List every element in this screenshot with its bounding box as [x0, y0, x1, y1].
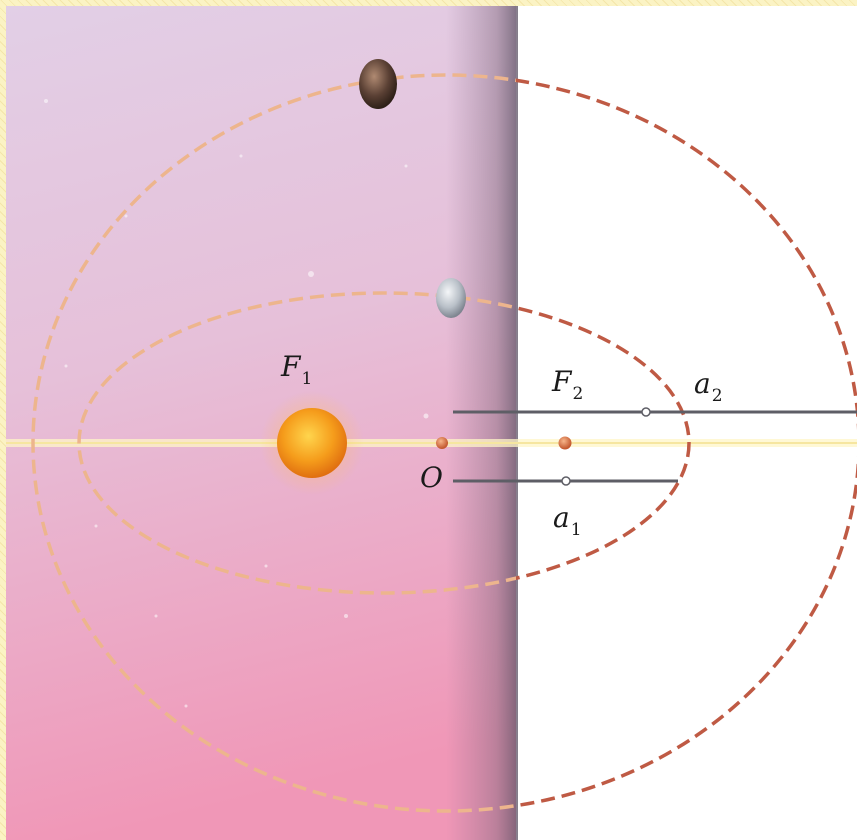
label-f2: F2	[551, 365, 583, 404]
stars	[44, 99, 429, 708]
label-a2: a2	[694, 367, 723, 406]
orbit-diagram: F1 F2 a2 O a1	[6, 6, 857, 840]
sun-icon	[277, 408, 347, 478]
diagram-canvas: F1 F2 a2 O a1	[6, 6, 857, 840]
inner-orbit	[77, 291, 516, 595]
focus2-point	[558, 436, 572, 450]
label-a1: a1	[553, 501, 582, 540]
label-f1: F1	[280, 350, 312, 389]
a1-midpoint-marker	[561, 476, 571, 486]
inner-planet-icon	[436, 278, 466, 318]
label-o: O	[420, 461, 443, 494]
outer-planet-icon	[359, 59, 397, 109]
inner-orbit-right	[516, 306, 691, 580]
panel-edge-shadow	[446, 6, 518, 840]
center-point	[436, 437, 448, 449]
a2-midpoint-marker	[641, 407, 651, 417]
space-background	[6, 6, 516, 840]
outer-orbit	[31, 73, 516, 813]
